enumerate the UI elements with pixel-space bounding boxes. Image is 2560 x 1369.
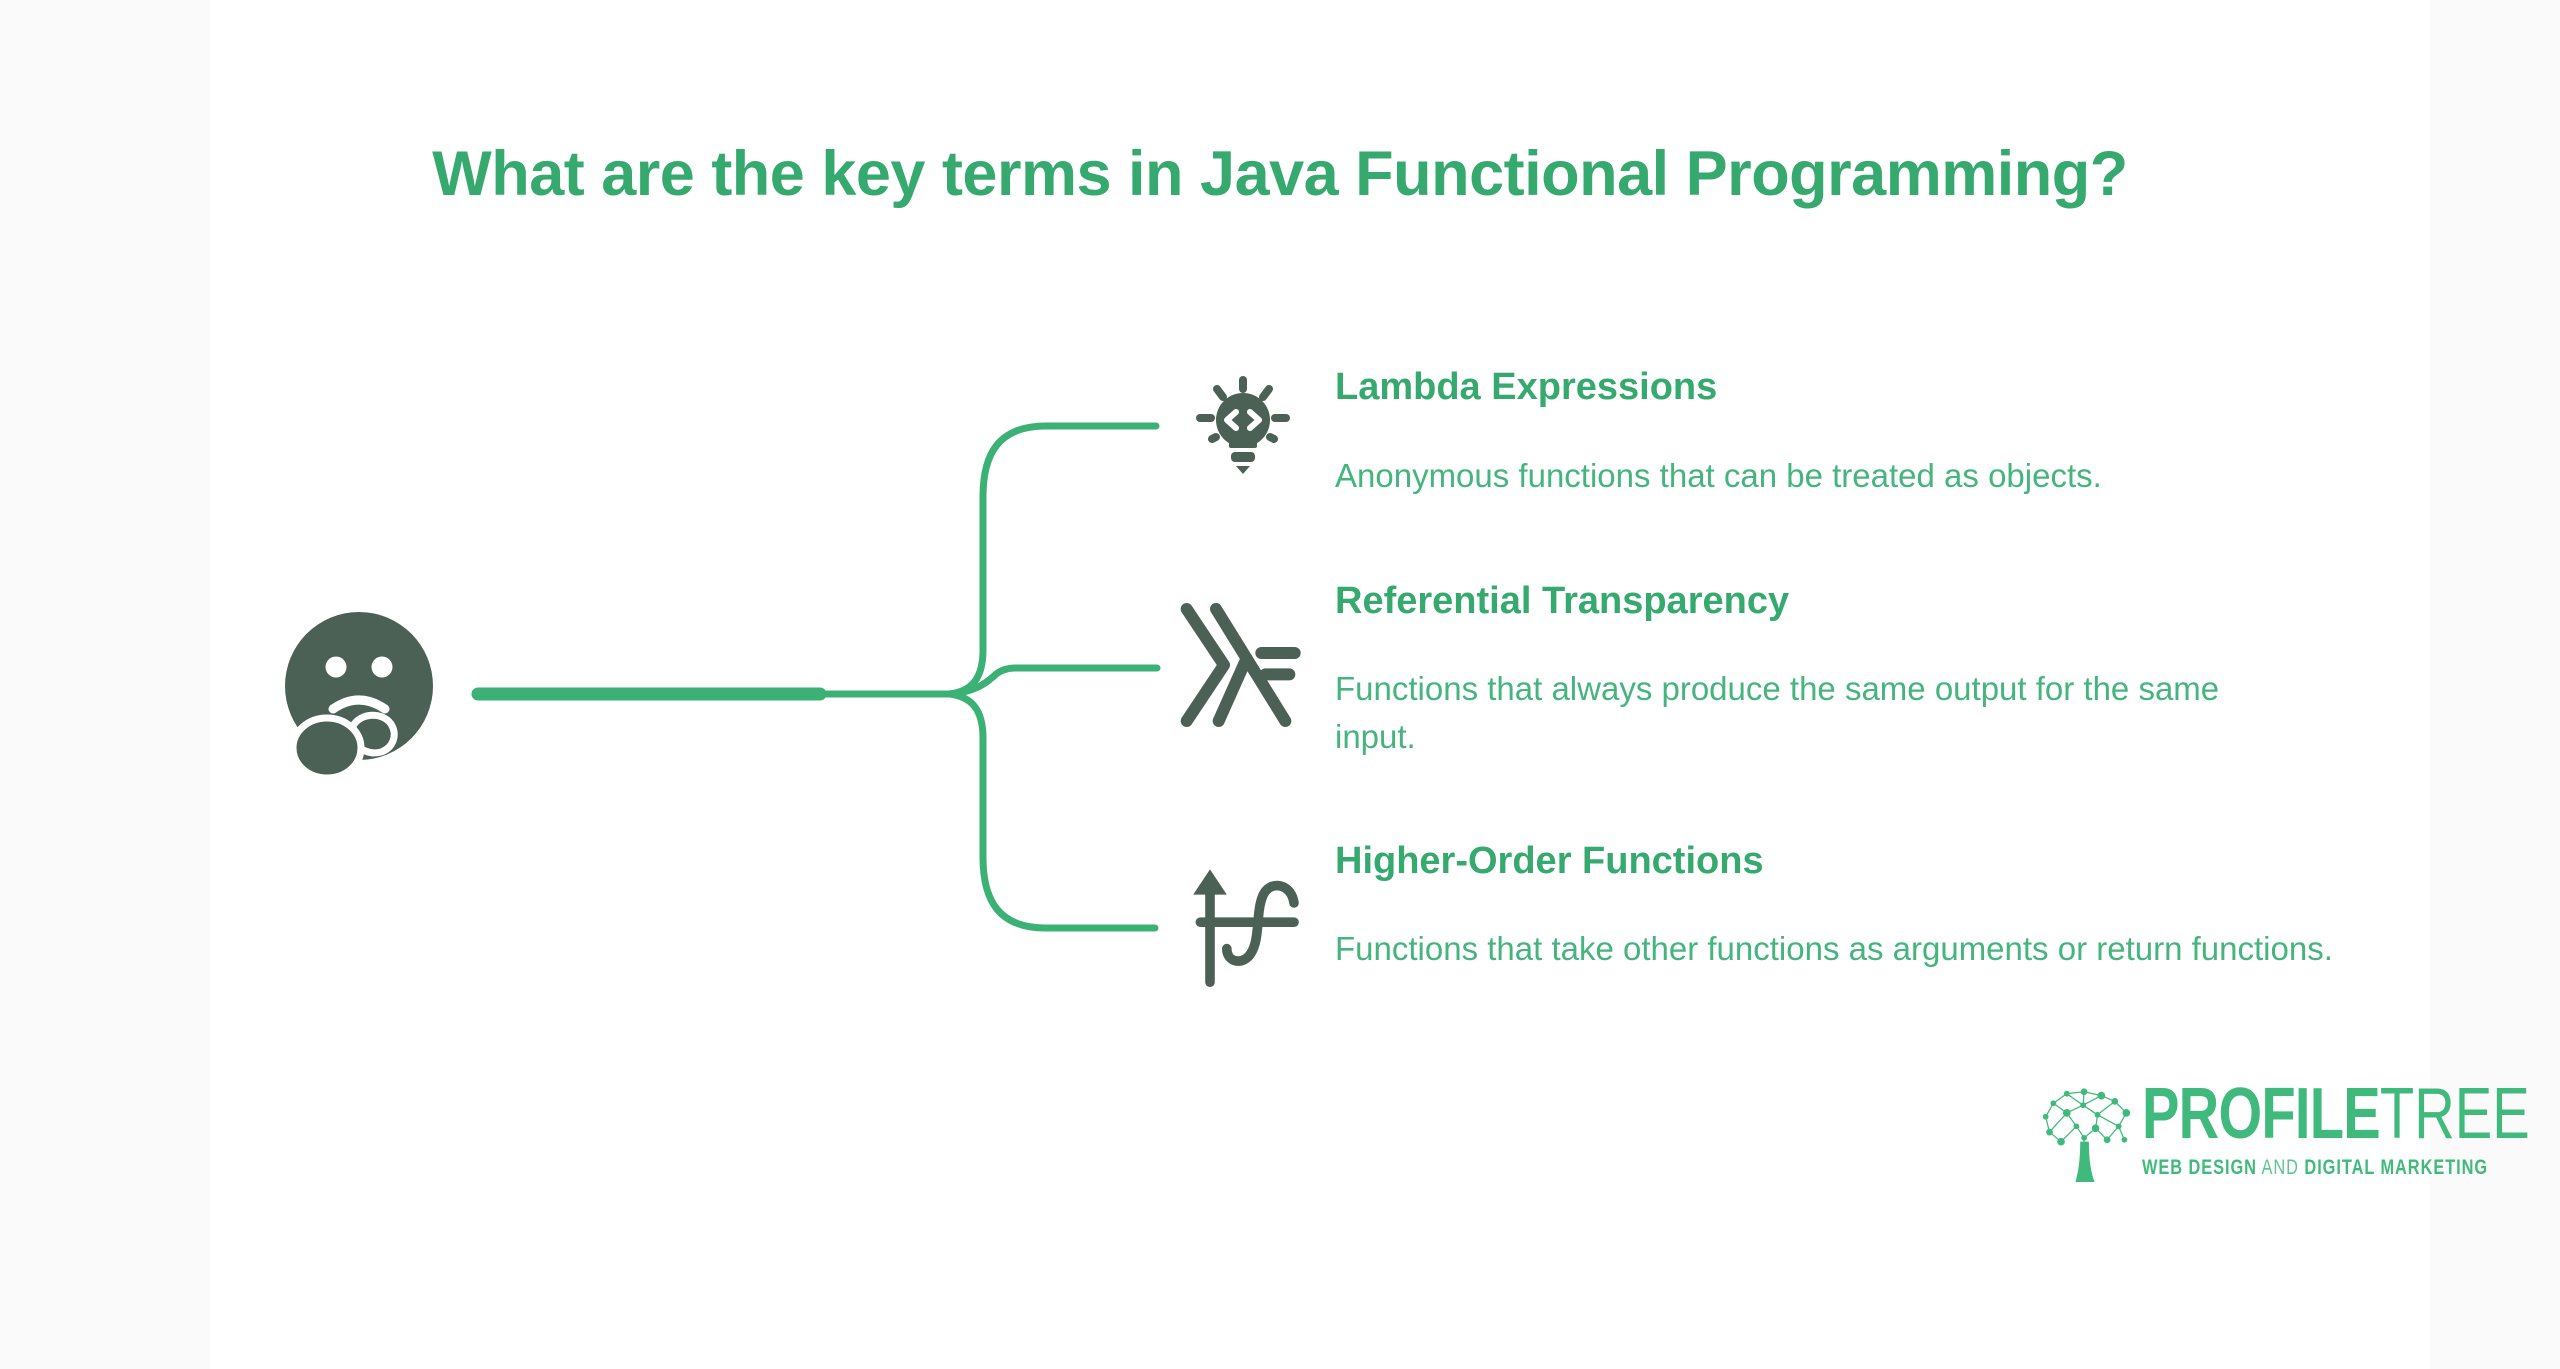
item-heading-higher-order-functions: Higher-Order Functions — [1335, 840, 1764, 882]
haskell-lambda-icon — [1180, 603, 1301, 727]
profiletree-logo: PROFILETREE WEB DESIGN AND DIGITAL MARKE… — [2038, 1078, 2530, 1192]
thinking-face-icon — [285, 612, 433, 778]
page-title: What are the key terms in Java Functiona… — [432, 139, 2128, 209]
item-description-referential-transparency: Functions that always produce the same o… — [1335, 670, 2220, 755]
brand-tagline: WEB DESIGN AND DIGITAL MARKETING — [2142, 1156, 2530, 1180]
tagline-web-design: WEB DESIGN — [2142, 1156, 2257, 1179]
item-description-higher-order-functions: Functions that take other functions as a… — [1335, 930, 2333, 967]
tagline-digital-marketing: DIGITAL MARKETING — [2304, 1156, 2489, 1179]
tagline-and: AND — [2261, 1156, 2299, 1179]
profiletree-wordmark: PROFILETREE WEB DESIGN AND DIGITAL MARKE… — [2142, 1078, 2530, 1180]
brand-primary: PROFILE — [2142, 1074, 2381, 1154]
profiletree-tree-icon — [2042, 1088, 2131, 1182]
lightbulb-code-icon — [1196, 376, 1290, 474]
item-heading-referential-transparency: Referential Transparency — [1335, 580, 1790, 622]
item-description-lambda-expressions: Anonymous functions that can be treated … — [1335, 457, 2102, 494]
arrow-function-curve-icon — [1193, 869, 1299, 987]
brand-secondary: TREE — [2379, 1074, 2530, 1154]
item-heading-lambda-expressions: Lambda Expressions — [1335, 366, 1718, 408]
